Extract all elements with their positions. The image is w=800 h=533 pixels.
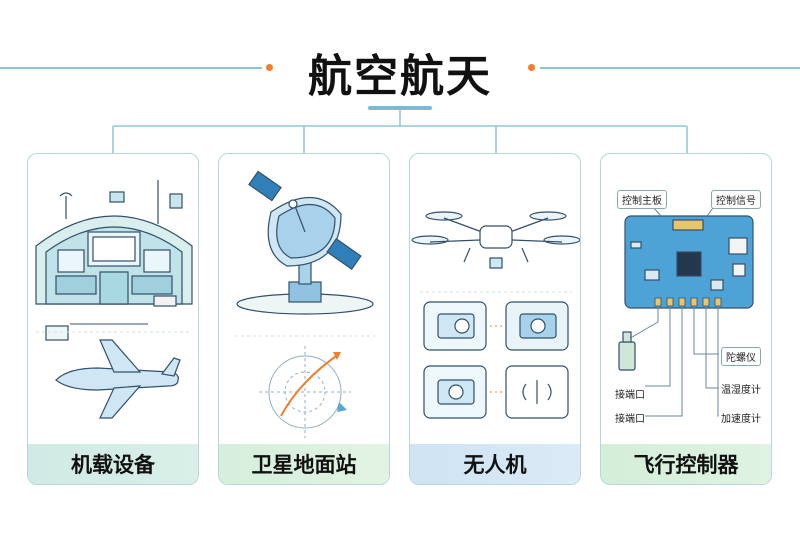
card-label: 卫星地面站	[219, 444, 389, 484]
title-line-left	[0, 67, 262, 69]
card-airborne-equipment[interactable]: 机载设备	[27, 153, 199, 485]
card-label: 飞行控制器	[601, 444, 771, 484]
tag-port-2: 接端口	[615, 414, 645, 425]
accent-dot-left	[266, 64, 273, 71]
card-flight-controller[interactable]: 控制主板 控制信号 陀螺仪 接端口 温湿度计 接端口 加速度计 飞行控制器	[600, 153, 772, 485]
connector-tree	[112, 110, 688, 153]
title-underline	[368, 106, 432, 110]
tag-gyroscope: 陀螺仪	[721, 347, 761, 366]
accent-dot-right	[528, 64, 535, 71]
circuit-board-icon	[618, 199, 754, 417]
drone-camera-icon	[411, 211, 580, 419]
tag-temp-humidity: 温湿度计	[721, 385, 761, 396]
cockpit-airplane-icon	[35, 180, 193, 419]
tag-port-1: 接端口	[615, 390, 645, 401]
tag-control-signal: 控制信号	[711, 190, 761, 209]
header: 航空航天	[0, 0, 800, 120]
satellite-dish-icon	[235, 170, 375, 438]
card-label: 机载设备	[28, 444, 198, 484]
tag-accelerometer: 加速度计	[721, 414, 761, 425]
card-satellite-ground-station[interactable]: 卫星地面站	[218, 153, 390, 485]
card-drone[interactable]: 无人机	[409, 153, 581, 485]
card-label: 无人机	[410, 444, 580, 484]
page-title: 航空航天	[308, 51, 492, 102]
tag-control-board: 控制主板	[617, 190, 667, 209]
title-line-right	[540, 67, 800, 69]
